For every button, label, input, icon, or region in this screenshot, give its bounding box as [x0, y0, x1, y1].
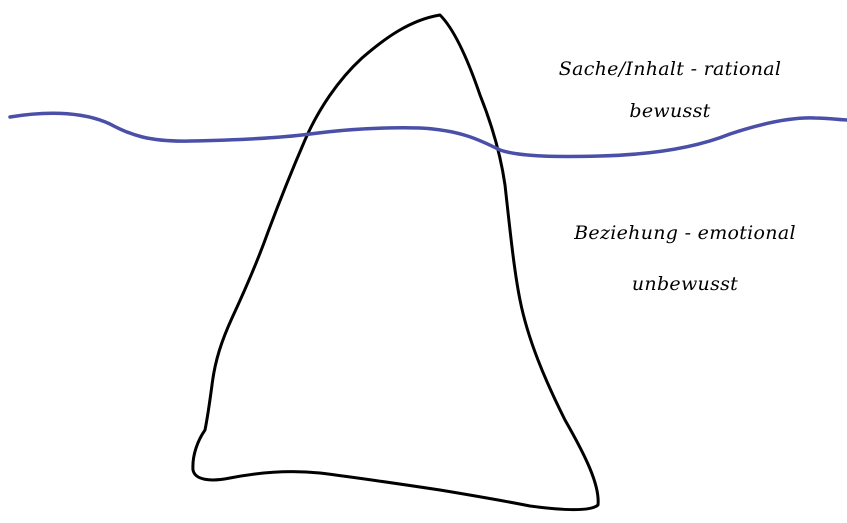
iceberg-outline [193, 15, 598, 510]
below-water-label-1: Beziehung - emotional [530, 222, 840, 244]
above-water-label-1: Sache/Inhalt - rational [510, 58, 830, 80]
above-water-label-2: bewusst [560, 100, 780, 122]
below-water-label-2: unbewusst [570, 273, 800, 295]
